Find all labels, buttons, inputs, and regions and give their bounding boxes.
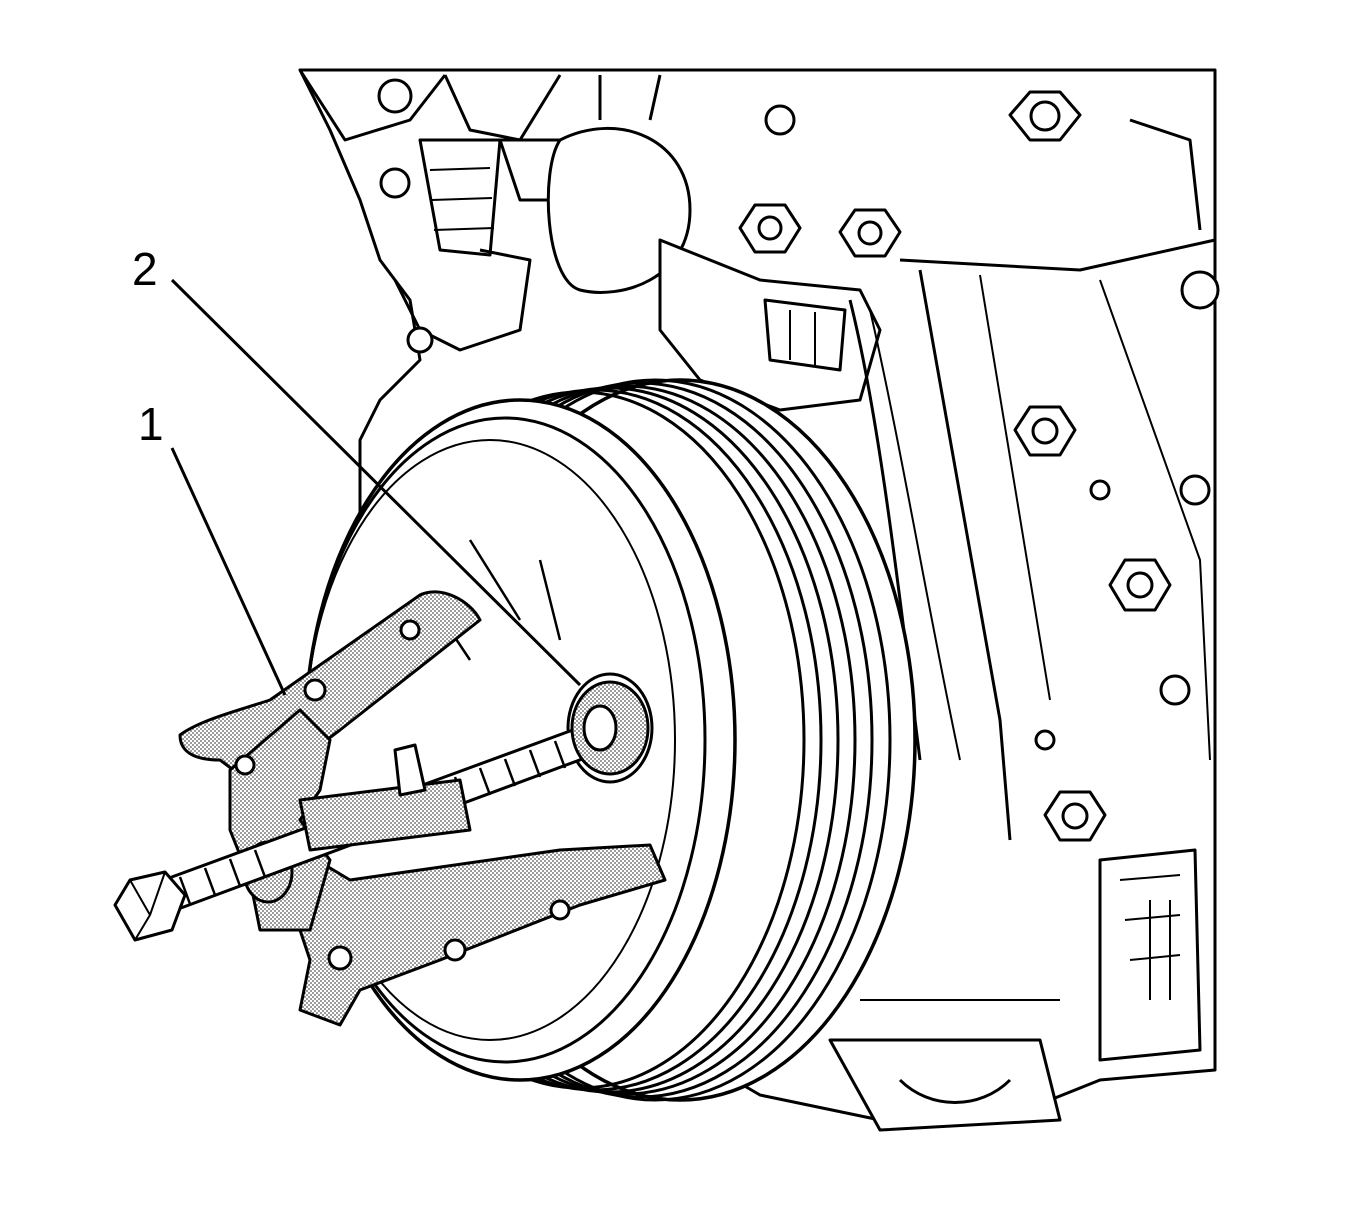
bolt-head-right-1 (1013, 405, 1077, 457)
puller-center-adapter (570, 680, 650, 776)
bolt-head-right-3 (1043, 790, 1107, 842)
callout-number-2: 2 (132, 243, 158, 295)
bolt-head-upper-2 (838, 208, 902, 258)
callout-leaders (170, 278, 582, 696)
bolt-head-top-right (1008, 90, 1082, 142)
leader-line-2 (170, 278, 582, 687)
bolt-head-right-2 (1108, 558, 1172, 612)
callout-number-1: 1 (138, 398, 164, 450)
puller-tool (113, 590, 667, 1027)
leader-line-1 (170, 447, 287, 696)
bolt-head-upper (738, 203, 802, 254)
